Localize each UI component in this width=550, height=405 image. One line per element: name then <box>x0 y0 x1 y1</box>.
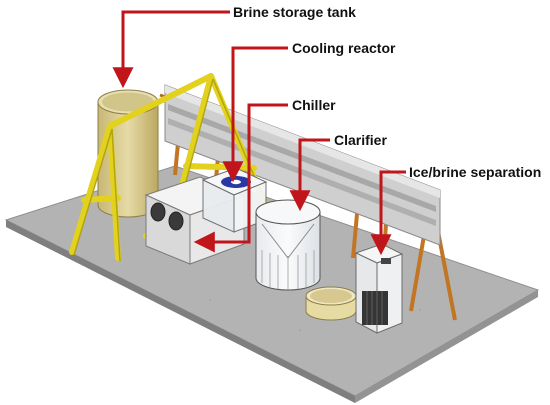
label-chiller: Chiller <box>292 97 336 113</box>
leader-brine-storage-tank <box>112 10 230 89</box>
leader-cooling-reactor <box>222 46 288 183</box>
label-ice-brine-separation: Ice/brine separation <box>409 164 541 180</box>
leader-chiller <box>193 103 288 253</box>
chiller-fan-left <box>150 202 166 222</box>
callout-leaders <box>112 10 406 256</box>
label-cooling-reactor: Cooling reactor <box>292 40 396 56</box>
clarifier <box>255 199 321 291</box>
ice-brine-separation-unit <box>354 243 404 334</box>
leader-ice-brine-separation <box>370 170 406 256</box>
separation-mesh <box>362 291 388 325</box>
label-brine-storage-tank: Brine storage tank <box>233 4 356 20</box>
label-clarifier: Clarifier <box>334 132 387 148</box>
leader-clarifier <box>289 138 330 212</box>
chiller-fan-right <box>168 211 184 231</box>
collection-vessel <box>305 286 357 321</box>
